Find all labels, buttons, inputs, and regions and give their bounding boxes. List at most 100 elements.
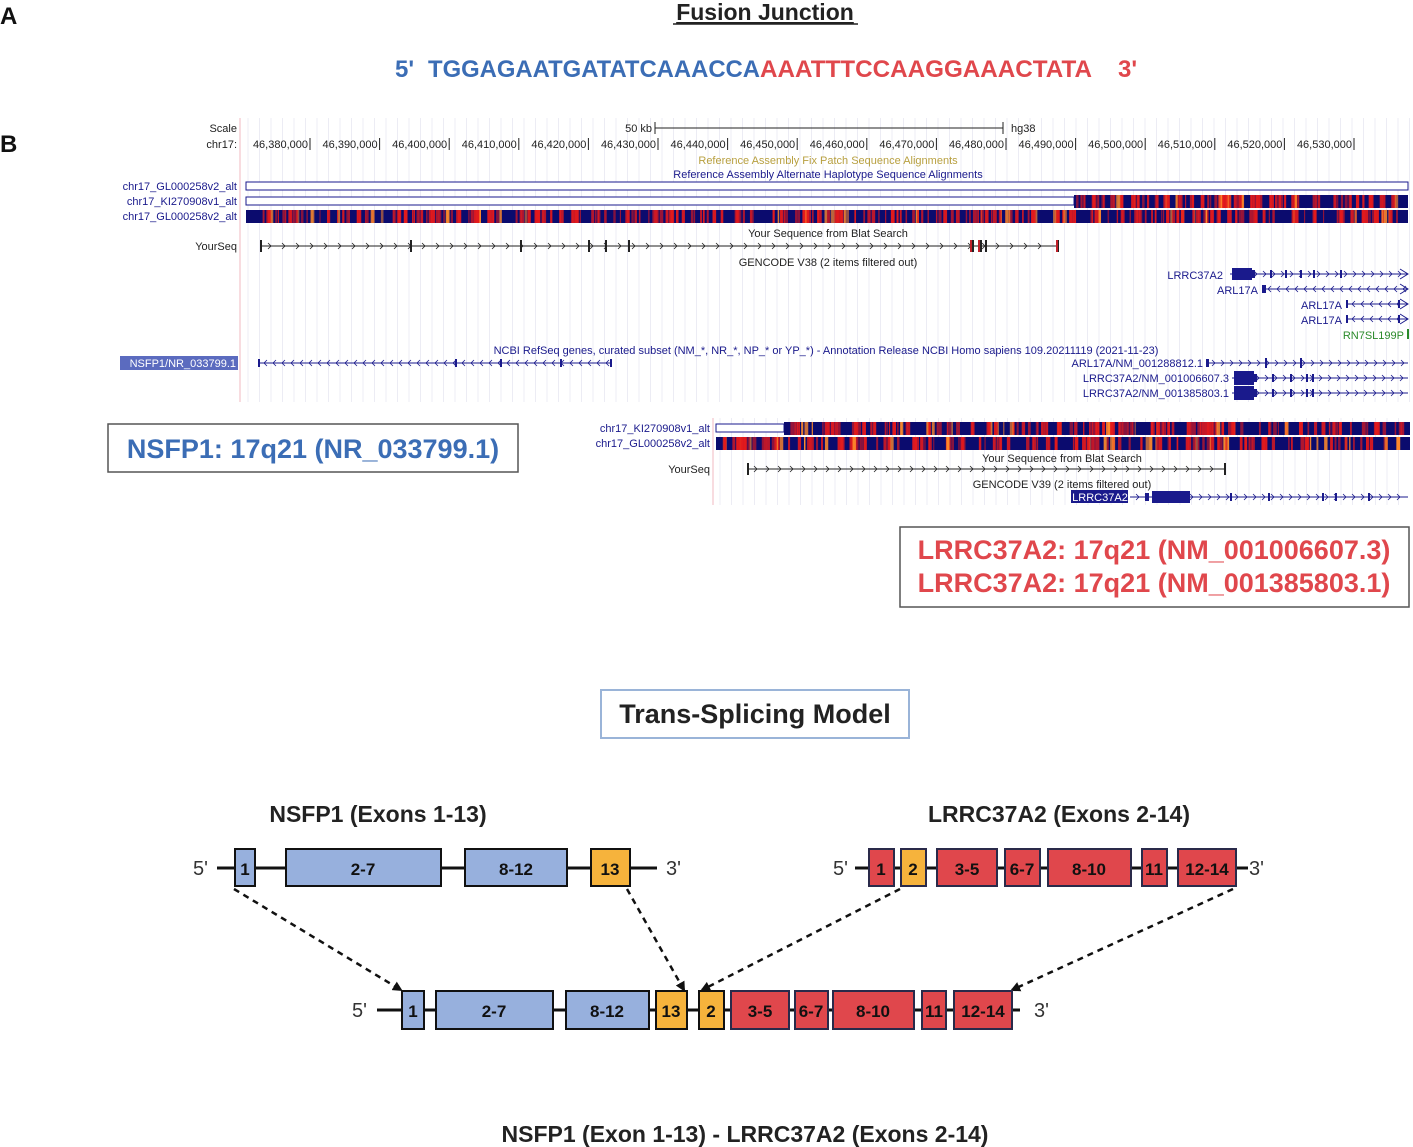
mismatch-stripe — [1209, 437, 1213, 450]
mismatch-stripe — [1235, 210, 1238, 223]
splicing-arrows — [233, 887, 1234, 992]
mismatch-stripe — [859, 437, 861, 450]
strand-arrow — [1384, 285, 1389, 293]
mismatch-stripe — [890, 437, 894, 450]
mismatch-stripe — [1090, 437, 1094, 450]
mismatch-stripe — [892, 422, 897, 435]
strand-arrow — [1360, 493, 1365, 501]
mismatch-stripe — [845, 210, 850, 223]
blat-arrow — [505, 242, 510, 250]
strand-arrow — [1280, 270, 1285, 278]
blat-arrow — [435, 242, 440, 250]
strand-arrow — [1334, 270, 1339, 278]
lrrc-exon-2-label: 2 — [908, 860, 917, 879]
strand-arrow — [1372, 389, 1377, 397]
mismatch-stripe — [1084, 195, 1086, 208]
five-prime-label: 5' — [395, 56, 414, 83]
mismatch-stripe — [862, 422, 866, 435]
mismatch-stripe — [951, 437, 955, 450]
mismatch-stripe — [1241, 210, 1245, 223]
mismatch-stripe — [1272, 210, 1275, 223]
strand-arrow — [398, 359, 403, 367]
mismatch-stripe — [1136, 210, 1139, 223]
mismatch-stripe — [1321, 422, 1326, 435]
mismatch-stripe — [1103, 437, 1107, 450]
mismatch-stripe — [475, 210, 480, 223]
mismatch-stripe — [857, 422, 862, 435]
mismatch-stripe — [681, 210, 685, 223]
mismatch-stripe — [1279, 195, 1282, 208]
mismatch-stripe — [860, 437, 864, 450]
blat-arrow — [421, 242, 426, 250]
genome-browser-zoom: chr17_KI270908v1_alt chr17_GL000258v2_al… — [596, 418, 1410, 505]
zoom-blat-arrow — [777, 465, 782, 473]
mismatch-stripe — [990, 422, 993, 435]
mismatch-stripe — [468, 210, 470, 223]
mismatch-stripe — [712, 210, 715, 223]
mismatch-stripe — [1388, 210, 1393, 223]
mismatch-stripe — [487, 210, 491, 223]
mismatch-stripe — [690, 210, 694, 223]
exon-block — [1268, 493, 1270, 501]
mismatch-stripe — [714, 210, 716, 223]
blat-arrow — [393, 242, 398, 250]
strand-arrow — [1399, 389, 1404, 397]
mismatch-stripe — [1369, 195, 1373, 208]
mismatch-stripe — [1138, 210, 1141, 223]
mismatch-stripe — [999, 210, 1001, 223]
strand-arrow — [425, 359, 430, 367]
mismatch-stripe — [1156, 422, 1160, 435]
mismatch-stripe — [790, 422, 794, 435]
strand-arrow — [1198, 493, 1203, 501]
mismatch-stripe — [935, 210, 938, 223]
mismatch-stripe — [1355, 195, 1360, 208]
mismatch-stripe — [524, 210, 528, 223]
strand-arrow — [596, 359, 601, 367]
tick-label: 46,410,000 — [462, 139, 517, 151]
blat-block — [985, 240, 987, 252]
mismatch-stripe — [899, 210, 902, 223]
mismatch-stripe — [946, 422, 949, 435]
strand-arrow — [1243, 493, 1248, 501]
strand-arrow — [1387, 300, 1392, 308]
blat-arrow — [547, 242, 552, 250]
mismatch-stripe — [867, 210, 871, 223]
gencode-gene-lrrc37a2: LRRC37A2 — [1167, 270, 1223, 282]
mismatch-stripe — [936, 422, 939, 435]
mismatch-stripe — [1292, 210, 1296, 223]
mismatch-stripe — [1197, 422, 1202, 435]
exon-block — [1368, 493, 1370, 501]
strand-arrow — [1315, 493, 1320, 501]
mismatch-stripe — [1206, 437, 1211, 450]
mismatch-stripe — [604, 210, 607, 223]
mismatch-stripe — [863, 210, 866, 223]
exon-block — [1272, 374, 1274, 382]
tick-label: 46,480,000 — [949, 139, 1004, 151]
mismatch-stripe — [1315, 195, 1318, 208]
tick-label: 46,510,000 — [1158, 139, 1213, 151]
mismatch-stripe — [777, 210, 780, 223]
strand-arrow — [1306, 493, 1311, 501]
mismatch-stripe — [619, 210, 622, 223]
mismatch-stripe — [1006, 437, 1011, 450]
exon-block — [1322, 493, 1324, 501]
mismatch-stripe — [891, 210, 893, 223]
mismatch-stripe — [1266, 437, 1268, 450]
exon-block — [1340, 270, 1342, 278]
mismatch-stripe — [878, 210, 880, 223]
mismatch-stripe — [1362, 195, 1365, 208]
mismatch-stripe — [1214, 422, 1219, 435]
strand-arrow — [1216, 493, 1221, 501]
mismatch-stripe — [631, 210, 634, 223]
nsfp1-location-text: NSFP1: 17q21 (NR_033799.1) — [127, 434, 499, 464]
mismatch-stripe — [742, 210, 745, 223]
blat-alignment — [260, 240, 1059, 252]
arrow-nsfp1-start — [233, 887, 403, 992]
mismatch-stripe — [1349, 437, 1351, 450]
mismatch-stripe — [1333, 195, 1337, 208]
mismatch-stripe — [1110, 195, 1113, 208]
blat-block — [260, 240, 262, 252]
fusion-junction-title: Fusion Junction — [676, 0, 854, 25]
mismatch-stripe — [992, 437, 996, 450]
scale-value: 50 kb — [625, 123, 652, 135]
